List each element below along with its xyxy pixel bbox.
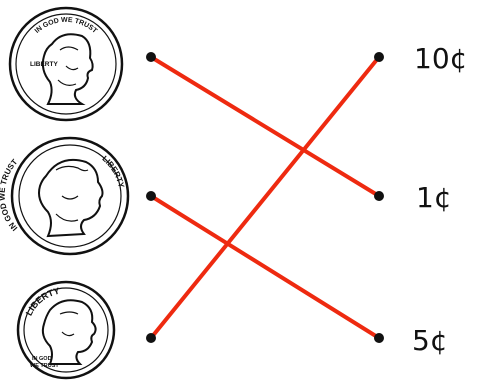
- dime-motto-line1: IN GOD: [32, 356, 52, 362]
- value-label-5c: 5¢: [412, 324, 448, 357]
- nickel-coin: IN GOD WE TRUST LIBERTY: [0, 138, 128, 254]
- penny-coin: IN GOD WE TRUST LIBERTY: [10, 8, 122, 120]
- one-cent-dot[interactable]: [374, 191, 384, 201]
- connection-line-nickel-5c: [151, 196, 379, 338]
- ten-cent-dot[interactable]: [374, 52, 384, 62]
- dime-coin: LIBERTY IN GOD WE TRUST: [18, 282, 114, 378]
- dime-motto-line2: WE TRUST: [30, 363, 59, 369]
- five-cent-dot[interactable]: [374, 333, 384, 343]
- penny-dot[interactable]: [146, 52, 156, 62]
- value-label-10c: 10¢: [414, 42, 467, 75]
- connection-line-dime-10c: [151, 57, 379, 338]
- nickel-rim: [12, 138, 128, 254]
- value-label-1c: 1¢: [416, 181, 452, 214]
- nickel-dot[interactable]: [146, 191, 156, 201]
- dime-dot[interactable]: [146, 333, 156, 343]
- connection-line-penny-1c: [151, 57, 379, 196]
- penny-liberty: LIBERTY: [30, 61, 58, 68]
